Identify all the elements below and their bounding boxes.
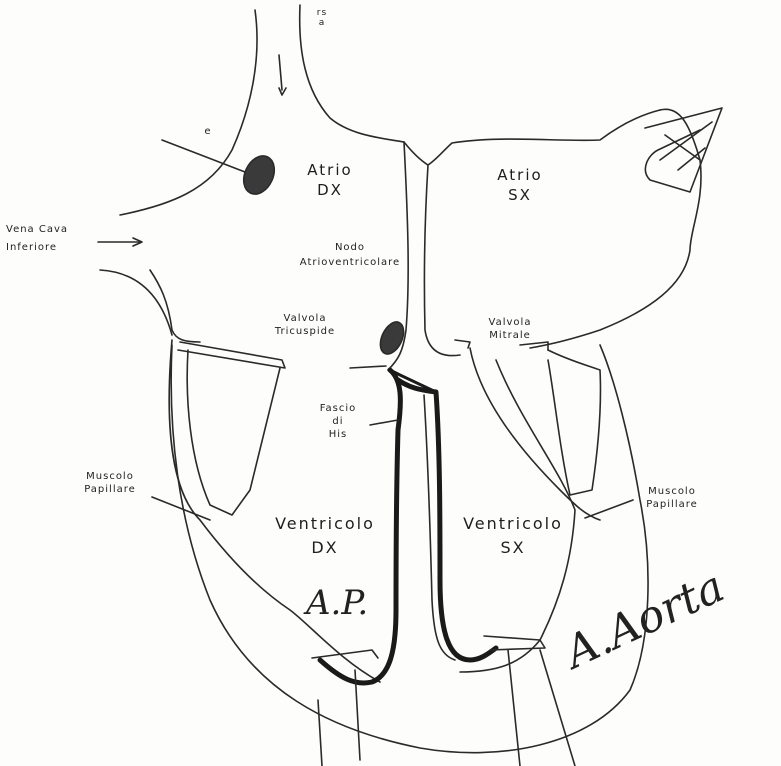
left-atrium-outer bbox=[530, 109, 701, 348]
right-ventricle-papillary bbox=[187, 350, 280, 515]
av-node bbox=[376, 318, 408, 357]
left-ventricle-inner bbox=[470, 348, 600, 520]
muscolo-papillare-right-label: Muscolo Papillare bbox=[622, 485, 722, 511]
mitral-leaflet bbox=[455, 340, 470, 348]
atrial-septum-right-wall bbox=[424, 165, 460, 356]
right-atrium-wall bbox=[150, 270, 200, 342]
ventricolo-dx-label: Ventricolo DX bbox=[250, 512, 400, 560]
valvola-tricuspide-label: Valvola Tricuspide bbox=[262, 312, 348, 338]
incision-e-label: e bbox=[202, 126, 214, 138]
muscolo-papillare-left-label: Muscolo Papillare bbox=[55, 470, 165, 496]
handwritten-ap: A.P. bbox=[306, 583, 368, 623]
atrial-septum bbox=[404, 110, 660, 165]
nodo-av-label: Nodo Atrioventricolare bbox=[285, 240, 415, 270]
top-mark-label: rs a bbox=[312, 8, 332, 28]
valvola-mitrale-label: Valvola Mitrale bbox=[470, 316, 550, 342]
vena-cava-arrow bbox=[98, 238, 172, 335]
tricuspid-leaflet bbox=[178, 342, 285, 368]
incision-line bbox=[162, 140, 245, 172]
sinoatrial-node bbox=[238, 151, 280, 199]
ventricolo-sx-label: Ventricolo SX bbox=[438, 512, 588, 560]
atrio-sx-label: Atrio SX bbox=[470, 165, 570, 205]
atrio-dx-label: Atrio DX bbox=[290, 160, 370, 200]
vena-cava-label: Vena Cava Inferiore bbox=[6, 221, 96, 257]
fascio-his-label: Fascio di His bbox=[310, 402, 366, 441]
